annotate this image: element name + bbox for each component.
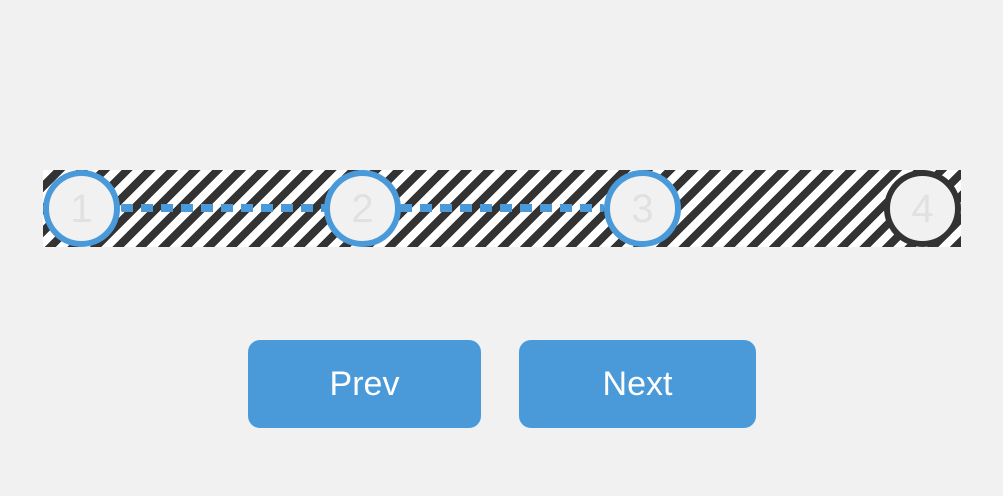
prev-button[interactable]: Prev	[248, 340, 481, 428]
progress-stepper: 1 2 3 4	[43, 170, 961, 247]
next-button[interactable]: Next	[519, 340, 756, 428]
step-4-label: 4	[911, 186, 934, 231]
step-3-label: 3	[631, 186, 654, 231]
step-2: 2	[324, 170, 401, 247]
step-connector-1-2	[121, 204, 325, 212]
step-connector-2-3	[400, 204, 604, 212]
step-1: 1	[43, 170, 120, 247]
step-3: 3	[604, 170, 681, 247]
step-4: 4	[884, 170, 961, 247]
step-2-label: 2	[351, 186, 374, 231]
step-1-label: 1	[70, 186, 93, 231]
